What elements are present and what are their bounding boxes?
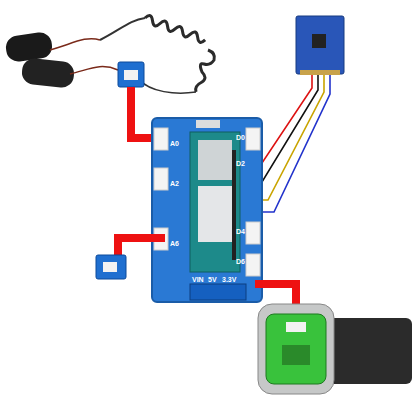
pin-label: D6 <box>236 258 245 266</box>
chip <box>282 345 310 365</box>
grove-connector <box>124 70 138 80</box>
grove-shield <box>152 118 262 302</box>
device-pcb <box>266 314 326 384</box>
mkr-board <box>190 132 240 272</box>
shield-pcb <box>152 118 262 302</box>
pin-label: VIN <box>192 276 204 284</box>
grove-port <box>154 128 168 150</box>
pin-label: 5V <box>208 276 217 284</box>
grove-module <box>96 255 126 279</box>
pin-label: D2 <box>236 160 245 168</box>
grove-port <box>246 254 260 276</box>
sensor-wire <box>70 67 118 74</box>
pin-header <box>232 150 236 260</box>
module-shield <box>198 186 232 242</box>
chip <box>312 34 326 48</box>
finger-sleeve <box>21 57 75 88</box>
finger-sleeve <box>4 31 53 63</box>
pin-label: A2 <box>170 180 179 188</box>
grove-module <box>118 62 144 87</box>
cable <box>140 80 196 93</box>
screw-terminal <box>190 284 246 300</box>
imu-board <box>296 16 344 75</box>
grove-port <box>246 128 260 150</box>
cable <box>100 18 145 40</box>
pin-label: D4 <box>236 228 245 236</box>
pin-label: 3.3V <box>222 276 236 284</box>
coil <box>144 14 207 43</box>
grove-connector <box>286 322 306 332</box>
pin-label: A6 <box>170 240 179 248</box>
grove-port <box>246 222 260 244</box>
module-shield <box>198 140 232 180</box>
coil <box>196 50 215 92</box>
sensor-wire <box>50 39 100 50</box>
imu-pcb <box>296 16 344 74</box>
pin-label: A0 <box>170 140 179 148</box>
grove-port <box>154 168 168 190</box>
coiled-cable <box>100 14 214 93</box>
pin-label: D0 <box>236 134 245 142</box>
usb-port <box>196 120 220 128</box>
device-case <box>258 304 334 394</box>
pin-header <box>300 70 340 75</box>
grove-connector <box>103 262 117 272</box>
